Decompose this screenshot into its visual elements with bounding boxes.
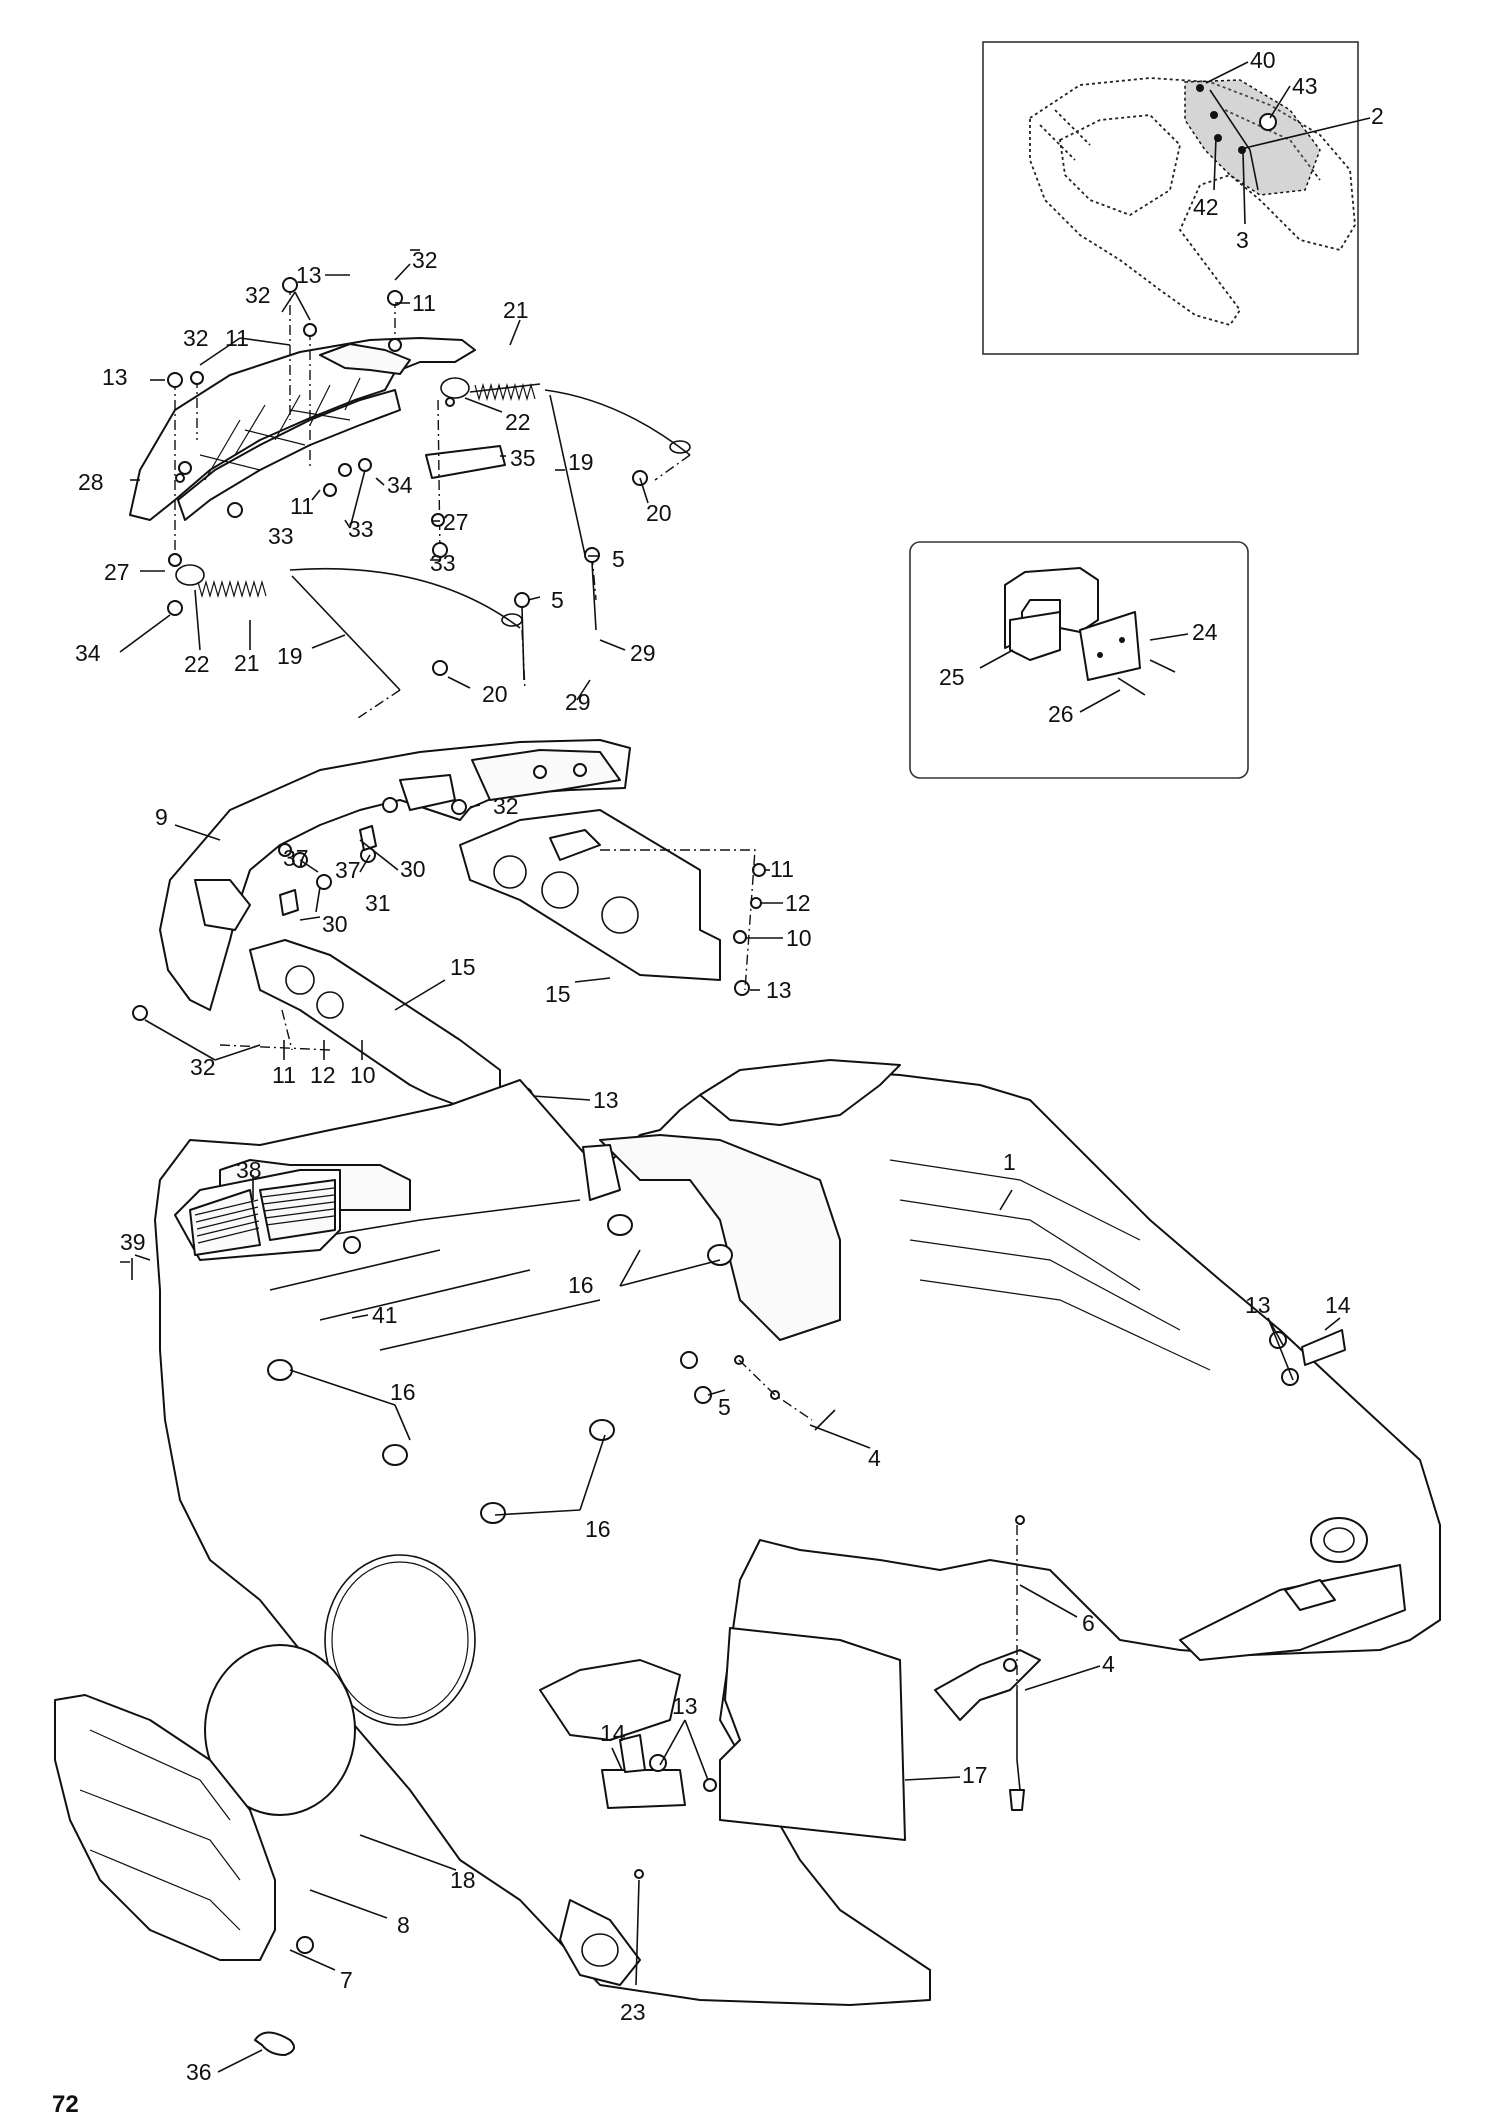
callout-27: 27 bbox=[104, 559, 130, 585]
callout-15: 15 bbox=[545, 981, 571, 1007]
callout-5: 5 bbox=[551, 587, 564, 613]
callout-28: 28 bbox=[78, 469, 104, 495]
callout-11: 11 bbox=[272, 1062, 296, 1088]
callout-19: 19 bbox=[277, 643, 303, 669]
callout-38: 38 bbox=[236, 1157, 262, 1183]
callout-21: 21 bbox=[503, 297, 529, 323]
callout-15: 15 bbox=[450, 954, 476, 980]
callout-18: 18 bbox=[450, 1867, 476, 1893]
callout-36: 36 bbox=[186, 2059, 212, 2085]
callout-37: 37 bbox=[335, 857, 361, 883]
callout-3: 3 bbox=[1236, 227, 1249, 253]
callout-12: 12 bbox=[785, 890, 811, 916]
callout-32: 32 bbox=[245, 282, 271, 308]
front-bumper-assembly bbox=[132, 739, 766, 1111]
callout-13: 13 bbox=[766, 977, 792, 1003]
callout-30: 30 bbox=[400, 856, 426, 882]
callout-20: 20 bbox=[482, 681, 508, 707]
callout-10: 10 bbox=[786, 925, 812, 951]
callout-37: 37 bbox=[283, 845, 309, 871]
callout-1: 1 bbox=[1003, 1149, 1016, 1175]
callout-32: 32 bbox=[493, 793, 519, 819]
leader-lines bbox=[119, 61, 1371, 2073]
callout-14: 14 bbox=[600, 1720, 626, 1746]
callout-labels: 40 43 2 42 3 24 25 26 13 32 32 11 21 32 … bbox=[52, 47, 1384, 2116]
callout-33: 33 bbox=[348, 516, 374, 542]
callout-10: 10 bbox=[350, 1062, 376, 1088]
callout-5: 5 bbox=[612, 546, 625, 572]
callout-40: 40 bbox=[1250, 47, 1276, 73]
callout-6: 6 bbox=[1082, 1610, 1095, 1636]
callout-8: 8 bbox=[397, 1912, 410, 1938]
callout-33: 33 bbox=[430, 550, 456, 576]
callout-20: 20 bbox=[646, 500, 672, 526]
callout-13: 13 bbox=[296, 262, 322, 288]
callout-19: 19 bbox=[568, 449, 594, 475]
page-number: 72 bbox=[52, 2091, 79, 2116]
callout-41: 41 bbox=[372, 1302, 398, 1328]
callout-5: 5 bbox=[718, 1394, 731, 1420]
callout-34: 34 bbox=[387, 472, 413, 498]
callout-31: 31 bbox=[365, 890, 391, 916]
callout-4: 4 bbox=[868, 1445, 881, 1471]
callout-32: 32 bbox=[183, 325, 209, 351]
callout-21: 21 bbox=[234, 650, 260, 676]
callout-13: 13 bbox=[672, 1693, 698, 1719]
callout-13: 13 bbox=[1245, 1292, 1271, 1318]
callout-11: 11 bbox=[225, 325, 249, 351]
callout-29: 29 bbox=[630, 640, 656, 666]
callout-23: 23 bbox=[620, 1999, 646, 2025]
callout-29: 29 bbox=[565, 689, 591, 715]
callout-30: 30 bbox=[322, 911, 348, 937]
callout-25: 25 bbox=[939, 664, 965, 690]
callout-32: 32 bbox=[190, 1054, 216, 1080]
callout-22: 22 bbox=[184, 651, 210, 677]
callout-39: 39 bbox=[120, 1229, 146, 1255]
callout-13: 13 bbox=[102, 364, 128, 390]
callout-43: 43 bbox=[1292, 73, 1318, 99]
rear-bumper-assembly bbox=[129, 277, 691, 721]
callout-7: 7 bbox=[340, 1967, 353, 1993]
bottom-pan bbox=[54, 1059, 1441, 2056]
callout-42: 42 bbox=[1193, 194, 1219, 220]
callout-34: 34 bbox=[75, 640, 101, 666]
callout-11: 11 bbox=[770, 856, 794, 882]
callout-9: 9 bbox=[155, 804, 168, 830]
callout-12: 12 bbox=[310, 1062, 336, 1088]
callout-16: 16 bbox=[568, 1272, 594, 1298]
callout-17: 17 bbox=[962, 1762, 988, 1788]
callout-16: 16 bbox=[585, 1516, 611, 1542]
callout-35: 35 bbox=[510, 445, 536, 471]
callout-16: 16 bbox=[390, 1379, 416, 1405]
callout-24: 24 bbox=[1192, 619, 1218, 645]
callout-22: 22 bbox=[505, 409, 531, 435]
inset-frame-bracket bbox=[909, 541, 1249, 779]
callout-33: 33 bbox=[268, 523, 294, 549]
callout-4: 4 bbox=[1102, 1651, 1115, 1677]
callout-32: 32 bbox=[412, 247, 438, 273]
callout-27: 27 bbox=[443, 509, 469, 535]
callout-14: 14 bbox=[1325, 1292, 1351, 1318]
callout-11: 11 bbox=[412, 290, 436, 316]
callout-26: 26 bbox=[1048, 701, 1074, 727]
callout-11: 11 bbox=[290, 493, 314, 519]
callout-2: 2 bbox=[1371, 103, 1384, 129]
callout-13: 13 bbox=[593, 1087, 619, 1113]
